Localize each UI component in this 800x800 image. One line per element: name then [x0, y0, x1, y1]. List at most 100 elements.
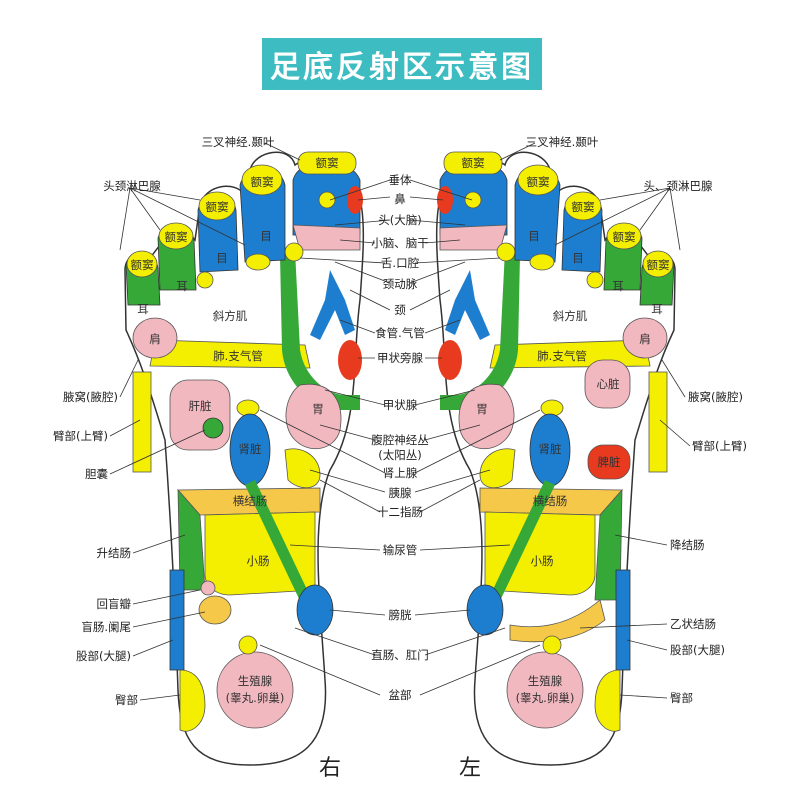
zone-shoulder: 肩: [149, 332, 161, 346]
right-gonad: [216, 651, 294, 729]
label-cerebellum: 小脑、脑干: [371, 236, 429, 250]
zone-sinus: 额窦: [206, 200, 229, 214]
zone-small-intestine: 小肠: [247, 554, 270, 568]
zone-sinus: 额窦: [165, 230, 188, 244]
right-cecum: [198, 595, 232, 625]
label-axilla-left: 腋窝(腋腔): [688, 390, 743, 404]
zone-spleen: 脾脏: [598, 455, 621, 469]
label-bladder: 膀胱: [389, 608, 412, 622]
zone-eye: 目: [528, 229, 540, 243]
zone-sinus: 额窦: [251, 175, 274, 189]
right-stomach: [285, 383, 342, 449]
right-thigh: [169, 569, 185, 671]
right-toe-5: [125, 250, 214, 306]
zone-transverse-colon: 横结肠: [233, 494, 268, 508]
zone-trapezius: 斜方肌: [213, 309, 248, 323]
label-thyroid: 甲状腺: [383, 398, 418, 412]
zone-sinus: 额窦: [647, 258, 670, 272]
label-celiac: 腹腔神经丛: [371, 433, 429, 447]
left-descending-colon: [594, 488, 623, 601]
label-axilla-right: 腋窝(腋腔): [63, 390, 118, 404]
label-ascending-colon: 升结肠: [97, 546, 132, 560]
label-adrenal: 肾上腺: [383, 466, 418, 480]
zone-trapezius: 斜方肌: [553, 309, 588, 323]
zone-eye: 目: [216, 251, 228, 265]
label-pancreas: 胰腺: [389, 486, 412, 500]
left-toe-2: [514, 164, 561, 271]
zone-stomach: 胃: [476, 402, 488, 416]
label-rectum: 直肠、肛门: [371, 648, 429, 662]
zone-heart: 心脏: [597, 377, 620, 391]
label-sigmoid: 乙状结肠: [670, 617, 716, 631]
label-esophagus: 食管.气管: [375, 326, 425, 340]
annotation-labels: 三叉神经.颞叶 三叉神经.颞叶 头颈淋巴腺 头、颈淋巴腺 垂体 鼻 头(大脑) …: [53, 135, 747, 781]
zone-sinus: 额窦: [316, 156, 339, 170]
zone-small-intestine: 小肠: [531, 554, 554, 568]
right-liver: [169, 379, 231, 451]
zone-labels: 额窦 额窦 额窦 额窦 额窦 目 目 耳 耳 斜方肌 肩 肺.支气管 肝脏 胃 …: [131, 156, 670, 705]
zone-sinus: 额窦: [462, 156, 485, 170]
label-pelvis: 盆部: [389, 688, 412, 702]
zone-ear: 耳: [651, 302, 663, 316]
right-gallbladder: [202, 417, 224, 439]
left-toe-3: [561, 191, 603, 273]
left-gonad: [506, 651, 584, 729]
right-ileocecal: [200, 580, 216, 596]
right-bladder: [296, 584, 334, 636]
right-adrenal: [236, 399, 260, 417]
label-celiac-sub: (太阳丛): [378, 448, 421, 462]
left-bladder: [466, 584, 504, 636]
right-esophagus: [310, 270, 355, 340]
right-parathyroid: [338, 340, 362, 380]
label-pituitary: 垂体: [389, 173, 412, 187]
zone-stomach: 胃: [312, 402, 324, 416]
left-adrenal: [540, 399, 564, 417]
left-esophagus: [445, 270, 490, 340]
zone-lung: 肺.支气管: [213, 349, 263, 363]
label-thigh-left: 股部(大腿): [670, 643, 725, 657]
left-pancreas: [479, 448, 516, 489]
zone-sinus: 额窦: [527, 175, 550, 189]
label-head-brain: 头(大脑): [378, 213, 421, 227]
left-ureter: [488, 480, 555, 605]
right-spine-green: [280, 250, 360, 410]
label-trigeminal-right: 三叉神经.颞叶: [202, 135, 275, 149]
zone-shoulder: 肩: [639, 332, 651, 346]
right-pancreas: [284, 448, 321, 489]
page-title: 足底反射区示意图: [262, 38, 542, 90]
left-shoulder: [622, 317, 668, 359]
label-upper-arm-right: 臂部(上臂): [53, 429, 108, 443]
label-gallbladder: 胆囊: [85, 467, 108, 481]
label-ileocecal: 回盲瓣: [97, 597, 132, 611]
zone-eye: 目: [260, 229, 272, 243]
left-parathyroid: [438, 340, 462, 380]
left-foot: [435, 151, 676, 766]
label-tongue: 舌.口腔: [381, 256, 419, 270]
zone-ear: 耳: [137, 302, 149, 316]
right-pelvis-dot: [238, 635, 258, 655]
label-head-neck-lymph-left: 头、颈淋巴腺: [644, 179, 713, 193]
left-spine-green: [440, 250, 520, 410]
zone-kidney: 肾脏: [539, 442, 562, 456]
zone-sinus: 额窦: [613, 230, 636, 244]
right-foot-label: 右: [319, 756, 341, 781]
zone-lung: 肺.支气管: [537, 349, 587, 363]
left-upper-arm: [648, 371, 668, 473]
left-big-toe: [437, 151, 516, 262]
leader-lines: [109, 142, 691, 701]
right-foot: [124, 151, 365, 766]
label-thigh-right: 股部(大腿): [76, 649, 131, 663]
zone-ear: 耳: [176, 279, 188, 293]
left-stomach: [458, 383, 515, 449]
label-carotid: 颈动脉: [383, 277, 418, 291]
label-head-neck-lymph-right: 头颈淋巴腺: [103, 179, 161, 193]
left-heart: [584, 359, 631, 409]
right-big-toe: [284, 151, 363, 262]
label-parathyroid: 甲状旁腺: [377, 351, 423, 365]
left-thigh: [615, 569, 631, 671]
right-upper-arm: [132, 371, 152, 473]
left-pelvis-dot: [542, 635, 562, 655]
label-buttock-left: 臀部: [670, 691, 693, 705]
label-trigeminal-left: 三叉神经.颞叶: [526, 135, 599, 149]
